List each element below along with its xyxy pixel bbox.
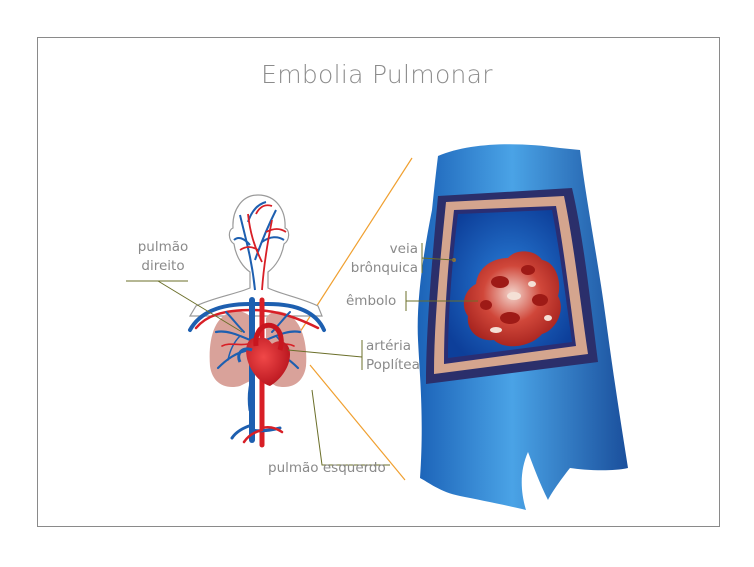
label-arteria-line2: Poplítea — [366, 357, 420, 373]
label-veia-bronquica: veia brônquica — [344, 240, 418, 278]
label-embolo: êmbolo — [346, 293, 397, 309]
zoom-line-top — [299, 157, 413, 333]
label-arteria-line1: artéria — [366, 338, 411, 354]
label-pulmao-direito-line1: pulmão — [137, 239, 189, 255]
label-pulmao-direito: pulmão direito — [128, 238, 198, 276]
label-arteria-poplitea: artéria Poplítea — [366, 337, 420, 375]
vein-pointer-lines — [405, 243, 478, 311]
page-title: Embolia Pulmonar — [261, 60, 493, 89]
zoom-line-bottom — [309, 364, 406, 481]
vein-zoom — [417, 144, 628, 511]
embolus-clot — [463, 251, 561, 347]
label-pulmao-esquerdo: pulmão esquerdo — [268, 460, 386, 476]
label-pulmao-direito-line2: direito — [141, 258, 185, 274]
heart — [246, 337, 290, 386]
label-veia-line2: brônquica — [350, 260, 418, 276]
label-veia-line1: veia — [389, 241, 418, 257]
body-figure — [188, 194, 326, 448]
body-pointer-lines — [126, 280, 390, 466]
